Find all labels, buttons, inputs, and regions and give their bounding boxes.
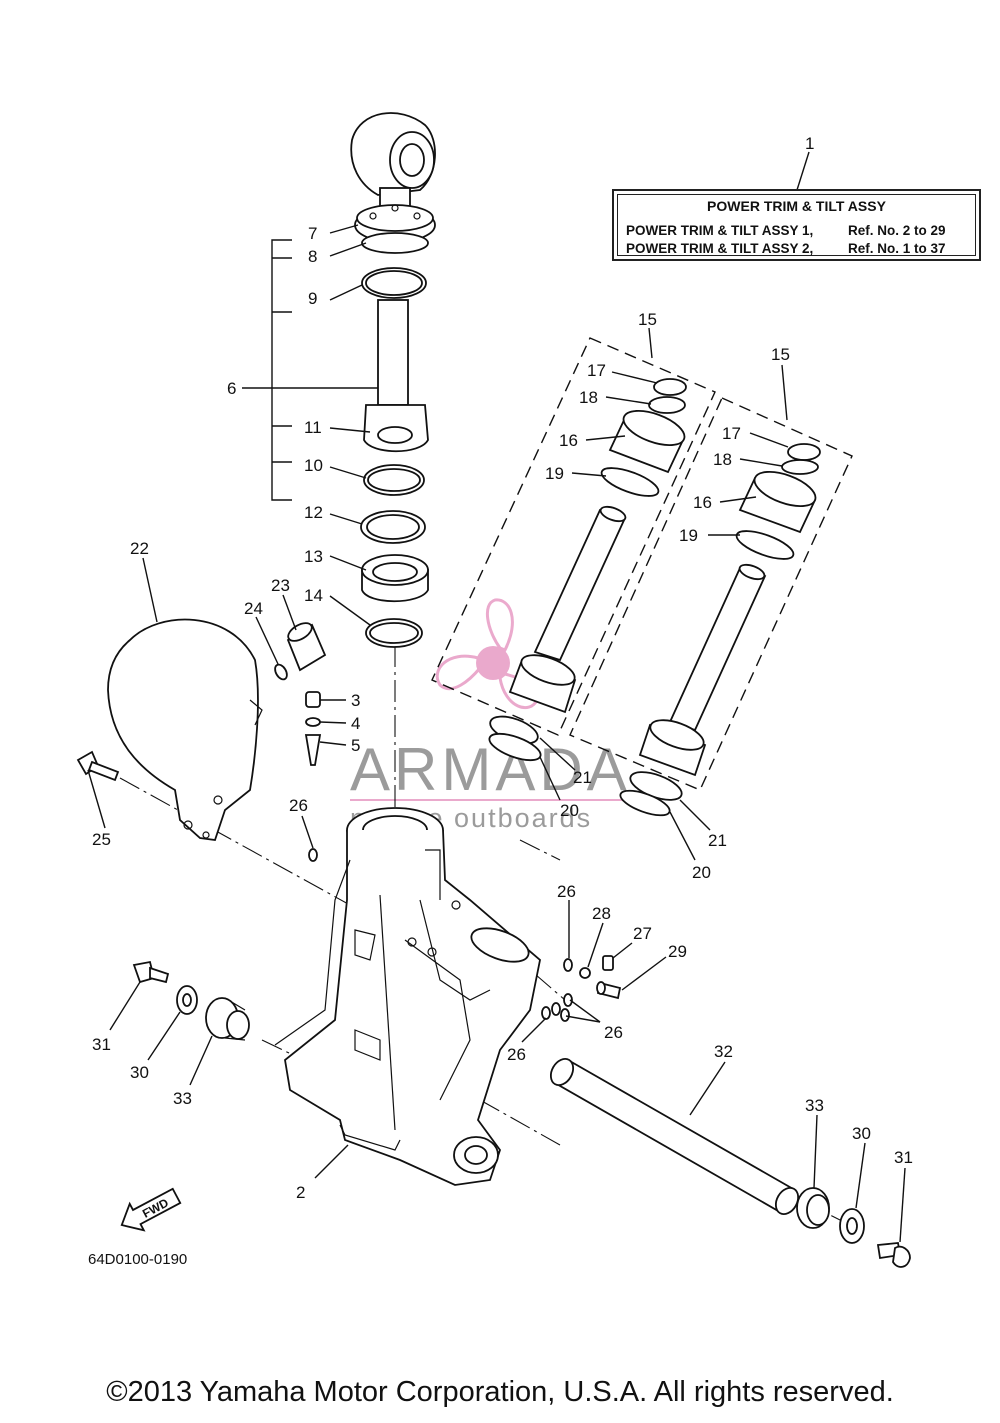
callout-11: 11 xyxy=(304,418,322,437)
part-6-tilt-rod xyxy=(377,299,409,406)
callout-15b: 15 xyxy=(771,345,790,364)
callout-numbers: 1 7 8 9 6 11 10 12 13 14 15 15 17 18 16 … xyxy=(92,134,913,1202)
fwd-arrow-icon: FWD xyxy=(120,1187,182,1232)
part-25-bolt xyxy=(76,750,120,782)
callout-25: 25 xyxy=(92,830,111,849)
part-27-pin xyxy=(602,955,614,971)
callout-26a: 26 xyxy=(289,796,308,815)
callout-24: 24 xyxy=(244,599,263,618)
callout-8: 8 xyxy=(308,247,317,266)
callout-4: 4 xyxy=(351,714,360,733)
part-13-gland xyxy=(361,554,429,603)
watermark-brand: ARMADA xyxy=(350,736,631,803)
part-31-bolt-right xyxy=(876,1242,911,1268)
callout-27: 27 xyxy=(633,924,652,943)
callout-7: 7 xyxy=(308,224,317,243)
callout-33a: 33 xyxy=(173,1089,192,1108)
diagram-code: 64D0100-0190 xyxy=(88,1251,187,1268)
part-32-tilt-shaft xyxy=(549,1057,800,1216)
assembly-reference-box: POWER TRIM & TILT ASSY POWER TRIM & TILT… xyxy=(612,189,981,261)
part-20-o-ring-a xyxy=(488,732,542,762)
callout-13: 13 xyxy=(304,547,323,566)
callout-3: 3 xyxy=(351,691,360,710)
callout-31b: 31 xyxy=(894,1148,913,1167)
callout-21b: 21 xyxy=(708,831,727,850)
callout-28: 28 xyxy=(592,904,611,923)
part-33-bushing-right xyxy=(796,1187,830,1229)
part-22-reservoir-cover xyxy=(107,618,263,841)
callout-12: 12 xyxy=(304,503,323,522)
part-5-valve xyxy=(304,734,322,766)
callout-15a: 15 xyxy=(638,310,657,329)
part-2-housing xyxy=(274,807,541,1186)
part-7-rod-cap xyxy=(354,204,436,243)
callout-18a: 18 xyxy=(579,388,598,407)
part-30-washer-left xyxy=(176,985,198,1015)
part-11-piston xyxy=(363,404,429,453)
callout-26b: 26 xyxy=(557,882,576,901)
tilt-rod-eye xyxy=(350,112,436,196)
assembly-boundary-1 xyxy=(431,337,716,736)
part-29-pin xyxy=(596,981,622,1000)
callout-9: 9 xyxy=(308,289,317,308)
callout-16a: 16 xyxy=(559,431,578,450)
callout-31a: 31 xyxy=(92,1035,111,1054)
trim-cylinder-1 xyxy=(508,378,687,714)
callout-5: 5 xyxy=(351,736,360,755)
assembly-row-2-name: POWER TRIM & TILT ASSY 2, xyxy=(626,241,814,256)
callout-16b: 16 xyxy=(693,493,712,512)
callout-22: 22 xyxy=(130,539,149,558)
callout-32: 32 xyxy=(714,1042,733,1061)
part-23-filter xyxy=(286,622,327,672)
assembly-row-1-name: POWER TRIM & TILT ASSY 1, xyxy=(626,223,814,238)
part-26-o-ring-a xyxy=(308,848,318,862)
part-24-o-ring xyxy=(274,663,288,681)
callout-23: 23 xyxy=(271,576,290,595)
callout-2: 2 xyxy=(296,1183,305,1202)
assembly-row-1-ref: Ref. No. 2 to 29 xyxy=(848,223,946,238)
callout-26c: 26 xyxy=(604,1023,623,1042)
callout-6: 6 xyxy=(227,379,236,398)
callout-19b: 19 xyxy=(679,526,698,545)
callout-20a: 20 xyxy=(560,801,579,820)
part-26-o-ring-c xyxy=(563,993,573,1007)
leader-lines xyxy=(87,151,906,1243)
callout-1: 1 xyxy=(805,134,814,153)
callout-33b: 33 xyxy=(805,1096,824,1115)
callout-29: 29 xyxy=(668,942,687,961)
part-20-o-ring-b xyxy=(619,789,671,817)
callout-30a: 30 xyxy=(130,1063,149,1082)
callout-18b: 18 xyxy=(713,450,732,469)
part-26-o-ring-b xyxy=(563,958,573,972)
copyright-notice: ©2013 Yamaha Motor Corporation, U.S.A. A… xyxy=(106,1376,894,1408)
part-26-o-ring-e xyxy=(551,1002,561,1016)
part-28-ball xyxy=(579,967,591,979)
part-26-o-ring-d xyxy=(560,1008,570,1022)
callout-10: 10 xyxy=(304,456,323,475)
callout-17a: 17 xyxy=(587,361,606,380)
callout-20b: 20 xyxy=(692,863,711,882)
part-8-seal xyxy=(361,232,429,254)
part-33-bushing-left xyxy=(205,997,250,1041)
part-4-o-ring xyxy=(305,717,321,727)
callout-30b: 30 xyxy=(852,1124,871,1143)
callout-21a: 21 xyxy=(573,768,592,787)
part-26-o-ring-f xyxy=(541,1006,551,1020)
assembly-row-2-ref: Ref. No. 1 to 37 xyxy=(848,241,946,256)
callout-17b: 17 xyxy=(722,424,741,443)
callout-14: 14 xyxy=(304,586,323,605)
part-31-bolt-left xyxy=(132,960,170,984)
assembly-title: POWER TRIM & TILT ASSY xyxy=(707,198,886,214)
trim-cylinder-2 xyxy=(638,443,821,777)
part-30-washer-right xyxy=(839,1208,865,1244)
callout-26d: 26 xyxy=(507,1045,526,1064)
callout-19a: 19 xyxy=(545,464,564,483)
part-3-plug xyxy=(305,691,321,708)
